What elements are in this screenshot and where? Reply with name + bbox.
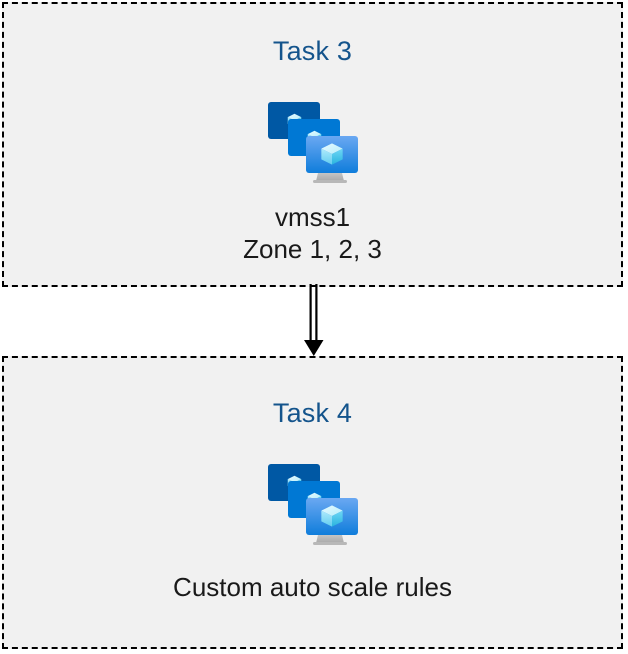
task-3-title: Task 3 xyxy=(272,36,353,66)
azure-vm-scale-set-icon xyxy=(261,96,365,192)
task-4-caption: Custom auto scale rules xyxy=(173,572,452,602)
task-4-title: Task 4 xyxy=(272,398,353,428)
task-box-task-4[interactable]: Task 4 xyxy=(2,356,623,649)
down-arrow-icon xyxy=(294,284,334,360)
task-3-caption: vmss1 Zone 1, 2, 3 xyxy=(243,202,382,264)
azure-vm-scale-set-icon xyxy=(261,458,365,554)
task-box-task-3[interactable]: Task 3 xyxy=(2,2,623,287)
